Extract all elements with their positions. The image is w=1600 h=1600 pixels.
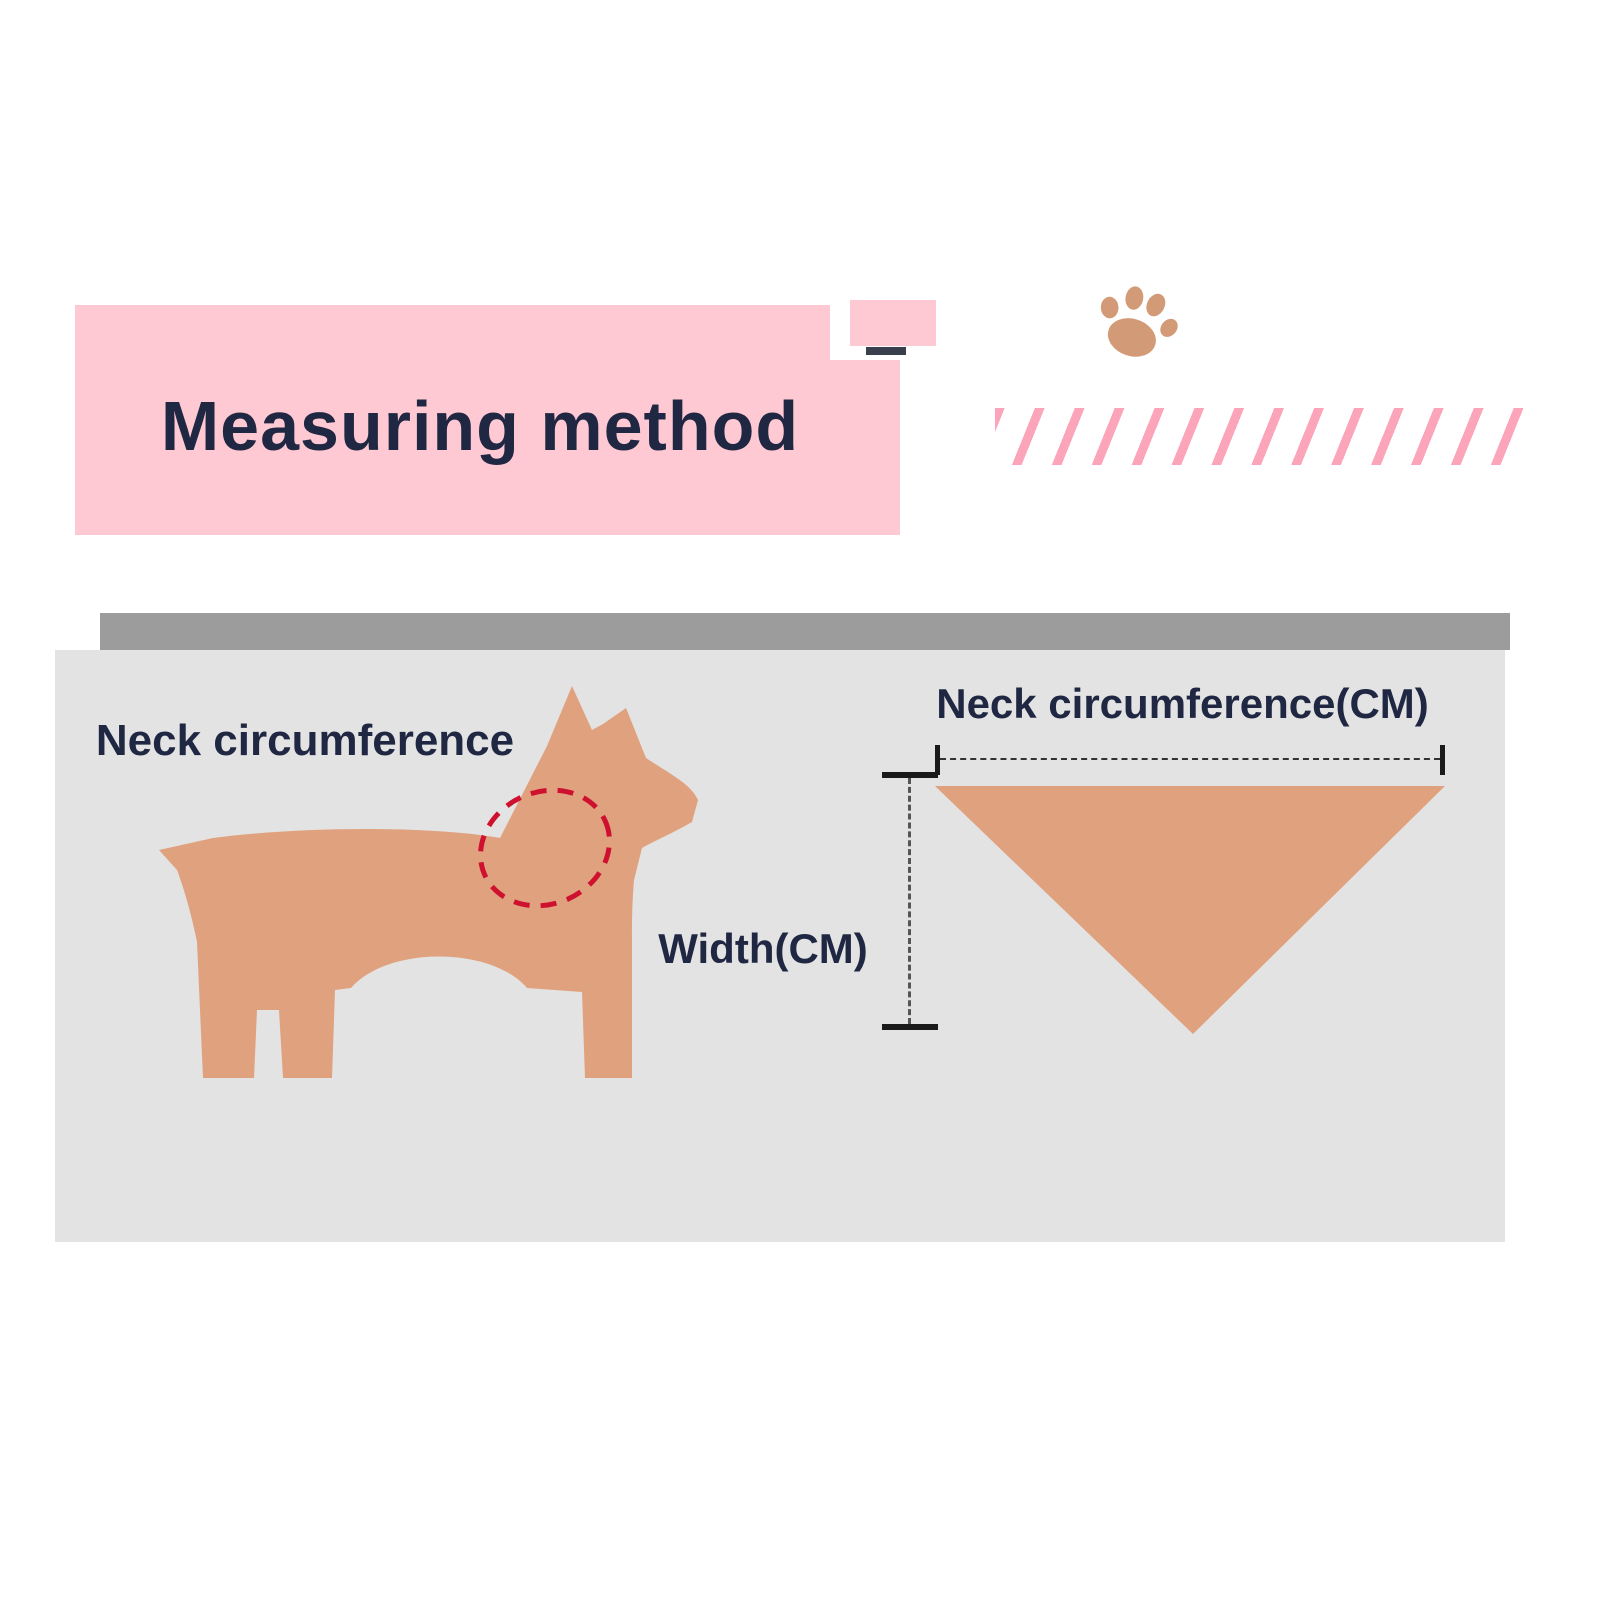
measure-end-tick-left [935, 745, 940, 775]
neck-measure-dashed-circle [478, 787, 612, 909]
dog-body-shape [159, 686, 698, 1078]
diagonal-stripes-decoration [995, 408, 1523, 465]
measure-dashed-line [908, 778, 911, 1024]
paw-icon [1100, 286, 1178, 357]
measure-end-tick-right [1440, 745, 1445, 775]
vertical-measure-line [882, 772, 938, 1030]
page-title: Measuring method [160, 387, 800, 465]
title-accent-dash [866, 347, 906, 355]
neck-circumference-label: Neck circumference [95, 716, 515, 765]
measure-end-bar-bottom [882, 1024, 938, 1030]
dog-silhouette [159, 686, 698, 1078]
bandana-triangle [935, 786, 1445, 1034]
panel-top-bar [100, 613, 1510, 650]
measure-dashed-line [940, 758, 1440, 760]
horizontal-measure-line [935, 745, 1445, 775]
measure-end-bar-top [882, 772, 938, 778]
width-cm-label: Width(CM) [658, 925, 868, 972]
title-block-extension [75, 360, 900, 535]
neck-circumference-cm-label: Neck circumference(CM) [936, 680, 1429, 727]
title-accent-square [850, 300, 936, 346]
